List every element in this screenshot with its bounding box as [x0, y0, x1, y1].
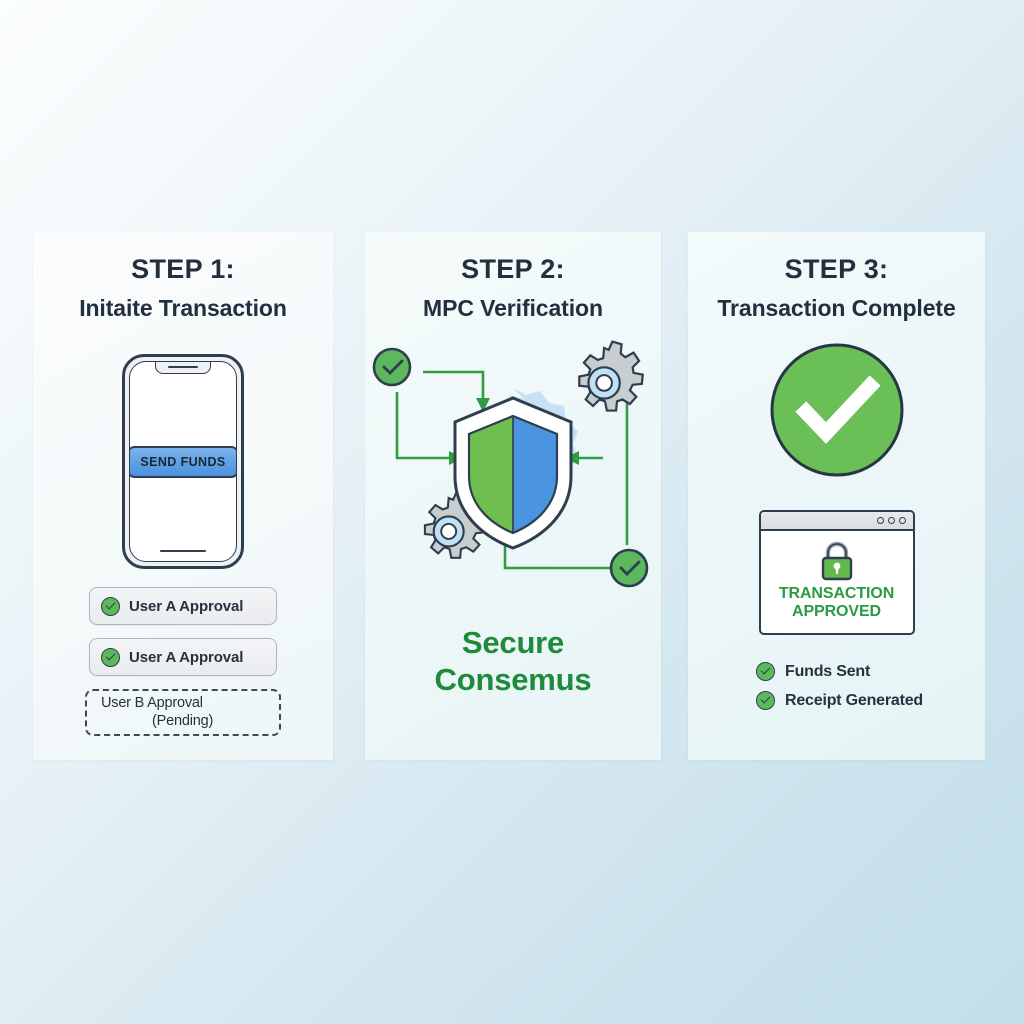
approval-label: User A Approval	[129, 597, 244, 615]
send-funds-button[interactable]: SEND FUNDS	[130, 445, 236, 478]
step-3-title: Transaction Complete	[717, 295, 956, 321]
step-2-title: MPC Verification	[423, 295, 603, 321]
panel-step-3: STEP 3: Transaction Complete	[688, 232, 985, 760]
window-title-bar	[760, 512, 913, 531]
check-circle-icon	[769, 342, 905, 478]
receipt-status: TRANSACTION APPROVED	[767, 585, 907, 621]
result-row: Receipt Generated	[756, 691, 923, 710]
speaker-notch-icon	[155, 362, 211, 374]
result-row: Funds Sent	[756, 662, 923, 681]
check-circle-icon	[756, 662, 775, 681]
receipt-body: TRANSACTION APPROVED	[761, 531, 913, 633]
receipt-window: TRANSACTION APPROVED	[758, 510, 915, 635]
approval-list: User A Approval User A Approval User B A…	[33, 587, 333, 736]
consensus-caption-line1: Secure	[461, 625, 565, 660]
mpc-consensus-diagram	[365, 340, 661, 605]
consensus-caption: Secure Consemus	[365, 624, 661, 698]
step-3-label: STEP 3:	[784, 254, 889, 284]
check-circle-icon	[372, 347, 412, 387]
approval-row[interactable]: User A Approval	[89, 587, 277, 625]
gear-icon	[578, 340, 644, 412]
receipt-status-line2: APPROVED	[792, 602, 881, 620]
check-circle-icon	[756, 691, 775, 710]
phone-mockup: SEND FUNDS	[122, 354, 244, 569]
window-dot-icon[interactable]	[898, 517, 906, 524]
pending-approval-status: (Pending)	[152, 713, 214, 729]
window-dot-icon[interactable]	[876, 517, 884, 524]
shield-icon	[453, 396, 573, 550]
check-circle-icon	[101, 647, 120, 667]
check-circle-icon	[101, 596, 120, 616]
result-label: Funds Sent	[785, 662, 871, 680]
step-1-label: STEP 1:	[131, 254, 235, 284]
lock-icon	[767, 541, 907, 581]
approval-label: User A Approval	[129, 648, 244, 666]
home-indicator-icon	[160, 549, 206, 552]
pending-approval-row[interactable]: User B Approval (Pending)	[85, 689, 281, 736]
window-dot-icon[interactable]	[887, 517, 895, 524]
step-2-label: STEP 2:	[461, 254, 565, 284]
panel-step-1: STEP 1: Initaite Transaction SEND FUNDS …	[33, 232, 333, 760]
receipt-status-line1: TRANSACTION	[778, 585, 895, 602]
step-1-title: Initaite Transaction	[79, 295, 287, 321]
panel-step-2: STEP 2: MPC Verification	[365, 232, 661, 760]
approval-row[interactable]: User A Approval	[89, 638, 277, 676]
consensus-caption-line2: Consemus	[434, 662, 592, 698]
result-label: Receipt Generated	[785, 691, 923, 709]
result-list: Funds Sent Receipt Generated	[756, 662, 923, 720]
phone-screen: SEND FUNDS	[129, 361, 237, 562]
pending-approval-label: User B Approval	[101, 695, 203, 711]
check-circle-icon	[609, 548, 649, 588]
